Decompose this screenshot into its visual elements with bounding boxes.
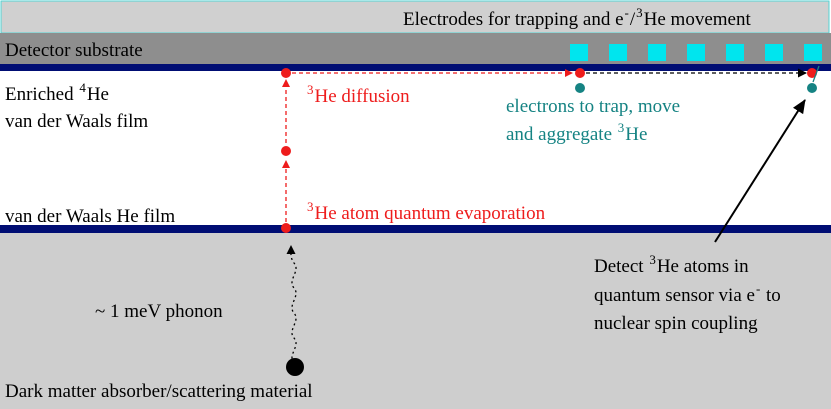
electrodes-label-slash: / xyxy=(629,9,636,30)
detect-label-tail: He atoms in xyxy=(656,256,749,277)
detect-label-text: Detect xyxy=(594,256,649,277)
electrodes-label-tail: He movement xyxy=(643,9,751,30)
electrode-pad xyxy=(726,44,744,61)
detect-label-text: quantum sensor via e xyxy=(594,285,755,306)
electrode-pad xyxy=(804,44,822,61)
detect-label-line3: nuclear spin coupling xyxy=(594,313,758,334)
detect-label-tail: to xyxy=(761,285,781,306)
electron-superscript: - xyxy=(624,5,629,20)
mass-number-superscript: 3 xyxy=(649,252,656,267)
dark-matter-particle-icon xyxy=(286,358,304,376)
helium3-atom-icon xyxy=(281,68,291,78)
helium3-atom-icon xyxy=(281,223,291,233)
electrodes-label: Electrodes for trapping and e-/3He movem… xyxy=(403,5,751,32)
mass-number-superscript: 3 xyxy=(636,5,643,20)
phonon-label: ~ 1 meV phonon xyxy=(95,301,223,322)
electrode-pad xyxy=(609,44,627,61)
electrodes-label-text: Electrodes for trapping and e xyxy=(403,9,624,30)
enriched-label-element: He xyxy=(86,84,109,105)
helium3-atom-icon xyxy=(281,146,291,156)
electrode-pads xyxy=(570,44,822,61)
electrode-band xyxy=(0,0,830,34)
electrons-label-text: and aggregate xyxy=(506,124,617,145)
electrode-pad xyxy=(765,44,783,61)
diffusion-label-text: He diffusion xyxy=(314,86,410,107)
electrons-label-line2: and aggregate 3He xyxy=(506,120,648,147)
enriched-label-text: Enriched xyxy=(5,84,79,105)
mass-number-superscript: 3 xyxy=(307,199,314,214)
helium3-atom-icon xyxy=(575,68,585,78)
electron-icon xyxy=(807,83,817,93)
electrons-label-element: He xyxy=(625,124,648,145)
diffusion-label: 3He diffusion xyxy=(306,82,410,109)
evaporation-label-text: He atom quantum evaporation xyxy=(314,203,546,224)
helium3-atom-icon xyxy=(807,68,817,78)
absorber-label: Dark matter absorber/scattering material xyxy=(5,381,313,402)
vdw-he-film-label: van der Waals He film xyxy=(5,206,176,227)
mass-number-superscript: 3 xyxy=(617,120,625,135)
vdw-film-label: van der Waals film xyxy=(5,111,149,132)
mass-number-superscript: 4 xyxy=(79,80,86,95)
electrons-label-line1: electrons to trap, move xyxy=(506,96,681,117)
detect-label-line1: Detect 3He atoms in xyxy=(594,252,749,279)
detect-label-line2: quantum sensor via e- to xyxy=(594,281,781,308)
phonon-path xyxy=(286,245,297,364)
electrode-pad xyxy=(648,44,666,61)
electrode-pad xyxy=(687,44,705,61)
electron-superscript: - xyxy=(755,281,761,296)
mass-number-superscript: 3 xyxy=(307,82,314,97)
electrode-pad xyxy=(570,44,588,61)
bottom-film-line xyxy=(0,225,831,233)
detect-pointer-arrow xyxy=(714,99,806,243)
electron-icon xyxy=(575,83,585,93)
absorber-region xyxy=(0,232,831,409)
enriched-helium4-label: Enriched 4He xyxy=(5,80,109,107)
top-film-line xyxy=(0,64,831,71)
substrate-label: Detector substrate xyxy=(5,40,143,61)
evaporation-label: 3He atom quantum evaporation xyxy=(306,199,546,226)
electron-link xyxy=(812,65,820,83)
